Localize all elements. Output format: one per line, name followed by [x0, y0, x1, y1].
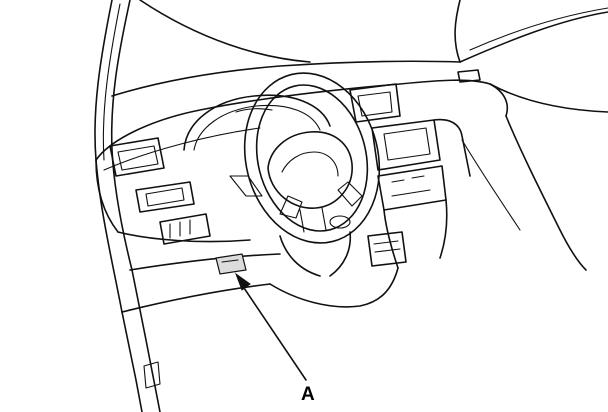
callout-leader	[234, 272, 307, 381]
connector-icon	[215, 253, 247, 275]
lower-dash-panel	[121, 253, 399, 412]
passenger-dash	[461, 83, 608, 271]
steering-wheel	[243, 72, 381, 244]
callout-label-a: A	[301, 384, 315, 405]
center-stack	[349, 83, 471, 269]
driver-side-dash	[95, 137, 251, 245]
a-pillar	[94, 0, 133, 313]
instrument-cluster	[183, 94, 331, 151]
steering-column	[229, 175, 352, 277]
windshield-edge	[111, 0, 608, 97]
